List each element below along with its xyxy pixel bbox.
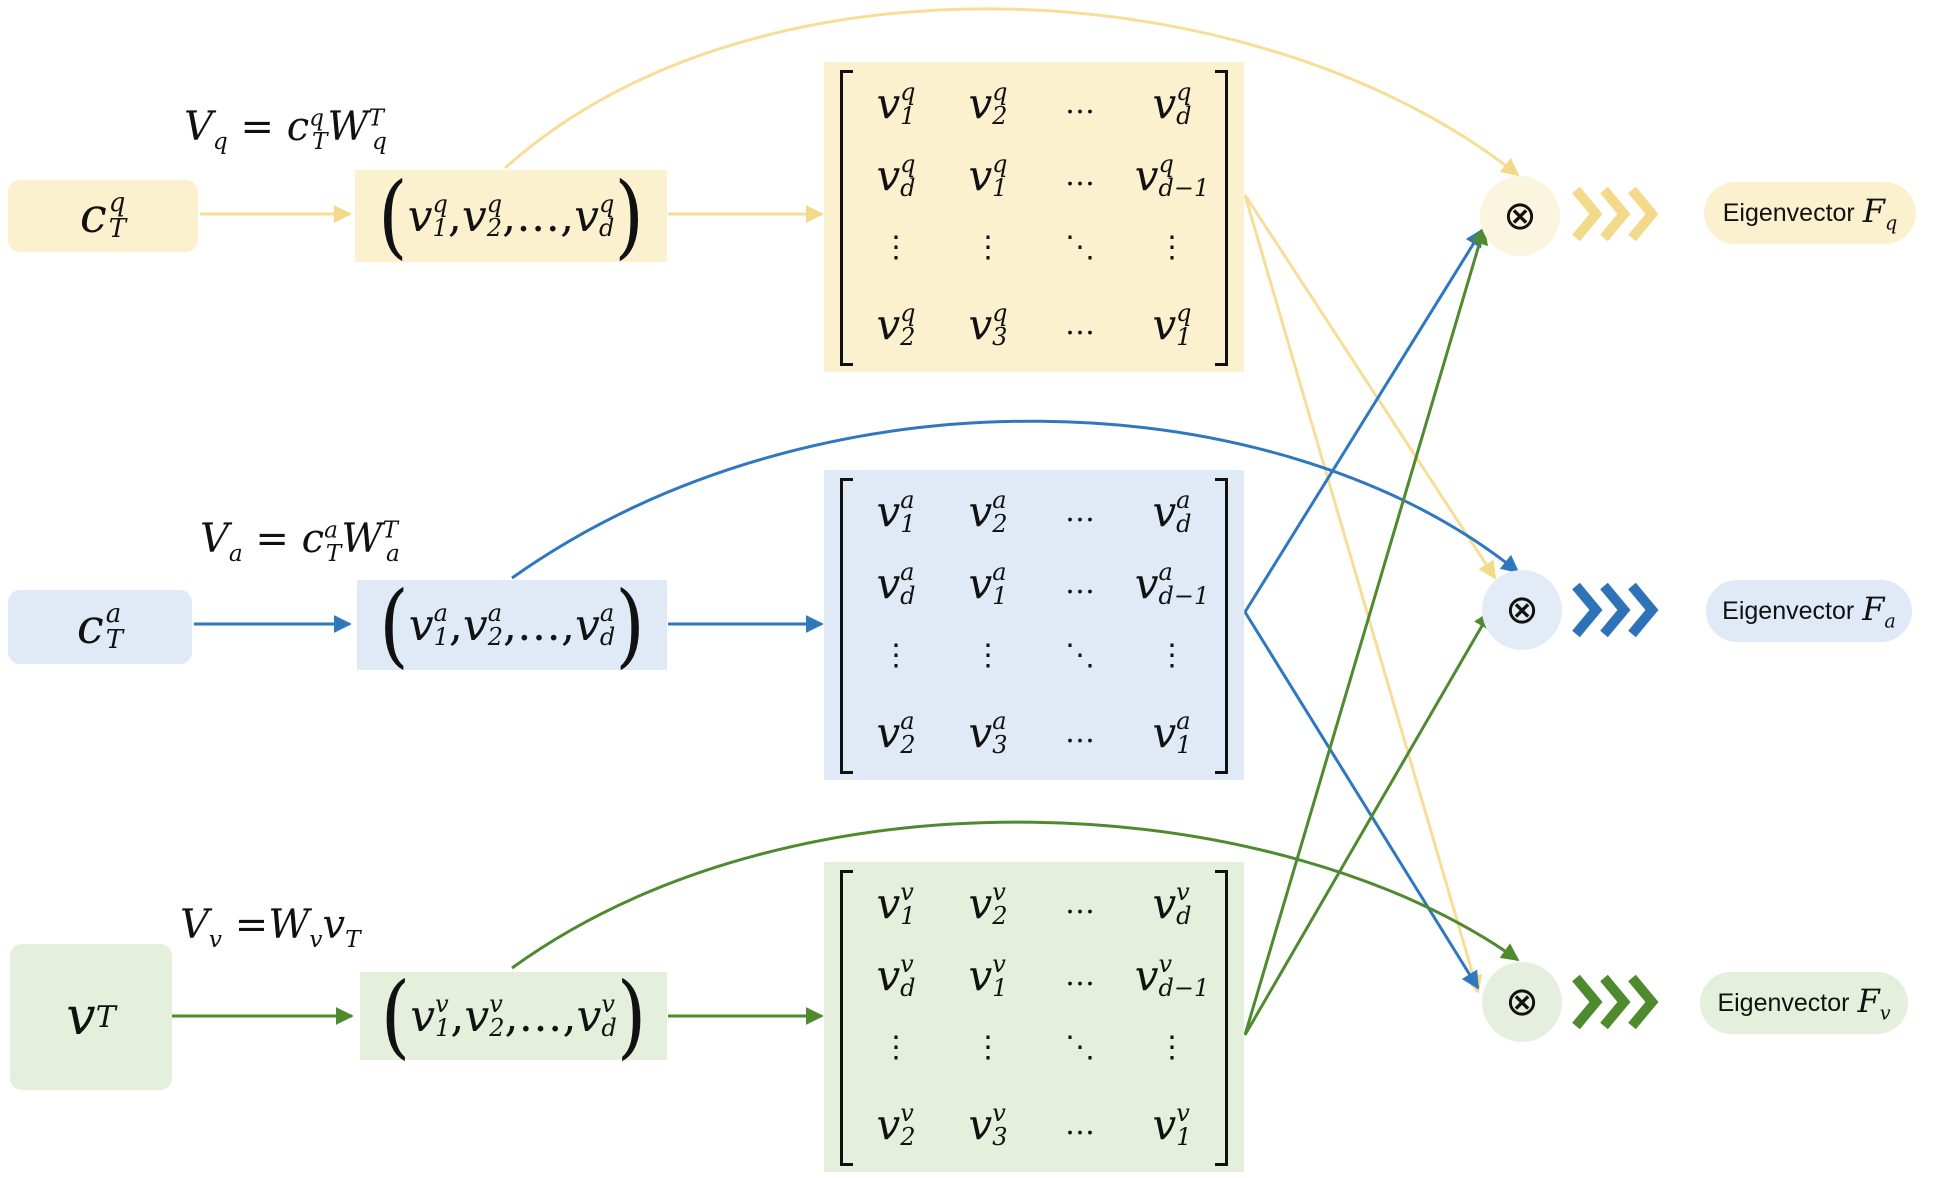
arrow-v-matrix-to-q <box>1243 226 1489 1036</box>
matrix-q-cell-2-0: ⋮ <box>881 230 911 265</box>
matrix-a-right-bracket <box>1215 478 1228 774</box>
arrow-q-matrix-to-a <box>1243 194 1497 580</box>
matrix-a-cell-2-0: ⋮ <box>881 638 911 673</box>
matrix-v-cell-1-2: … <box>1065 958 1095 994</box>
matrix-q-left-bracket <box>840 70 853 366</box>
matrix-q-cell-2-2: ⋱ <box>1065 230 1095 265</box>
matrix-a-cell-2-1: ⋮ <box>973 638 1003 673</box>
matrix-v-left-bracket <box>840 870 853 1166</box>
formula-a: Va = caTWTa <box>200 516 400 567</box>
matrix-v-cell-2-2: ⋱ <box>1065 1030 1095 1065</box>
arrow-q-matrix-to-v <box>1243 194 1483 994</box>
input-node-q-base: c <box>79 188 107 244</box>
input-node-a-base: c <box>76 599 104 655</box>
arrow-v-skip-curve <box>511 820 1520 970</box>
matrix-a-cell-2-3: ⋮ <box>1157 638 1187 673</box>
matrix-a-cell-2-2: ⋱ <box>1065 638 1095 673</box>
multiply-operator-q: ⊗ <box>1480 176 1560 256</box>
chevrons-q-icon <box>1572 186 1659 242</box>
arrow-v-matrix-to-a <box>1243 610 1492 1036</box>
chevrons-v-icon <box>1572 974 1659 1030</box>
matrix-v-cell-2-0: ⋮ <box>881 1030 911 1065</box>
matrix-v-cell-0-2: … <box>1065 886 1095 922</box>
input-node-v-base: v <box>66 987 96 1047</box>
matrix-q-cell-3-2: … <box>1065 307 1095 343</box>
matrix-q-right-bracket <box>1215 70 1228 366</box>
multiply-operator-a: ⊗ <box>1482 570 1562 650</box>
matrix-q-cell-2-1: ⋮ <box>973 230 1003 265</box>
matrix-v-right-bracket <box>1215 870 1228 1166</box>
matrix-q-cell-1-2: … <box>1065 158 1095 194</box>
formula-v: Vv =WvvT <box>180 902 361 953</box>
multiply-operator-v: ⊗ <box>1482 962 1562 1042</box>
matrix-q-cell-2-3: ⋮ <box>1157 230 1187 265</box>
arrow-a-matrix-to-q <box>1243 228 1484 613</box>
matrix-v-cell-3-2: … <box>1065 1107 1095 1143</box>
arrow-a-skip-curve <box>511 419 1520 580</box>
arrow-q-skip-curve <box>504 7 1520 177</box>
matrix-v-cell-2-3: ⋮ <box>1157 1030 1187 1065</box>
matrix-a-cell-1-2: … <box>1065 566 1095 602</box>
formula-q: Vq = cqTWTq <box>184 104 387 155</box>
matrix-q-cell-0-2: … <box>1065 86 1095 122</box>
matrix-a-cell-0-2: … <box>1065 494 1095 530</box>
matrix-a-left-bracket <box>840 478 853 774</box>
arrow-a-matrix-to-v <box>1243 611 1480 990</box>
matrix-v-cell-2-1: ⋮ <box>973 1030 1003 1065</box>
matrix-a-cell-3-2: … <box>1065 715 1095 751</box>
chevrons-a-icon <box>1572 582 1659 638</box>
